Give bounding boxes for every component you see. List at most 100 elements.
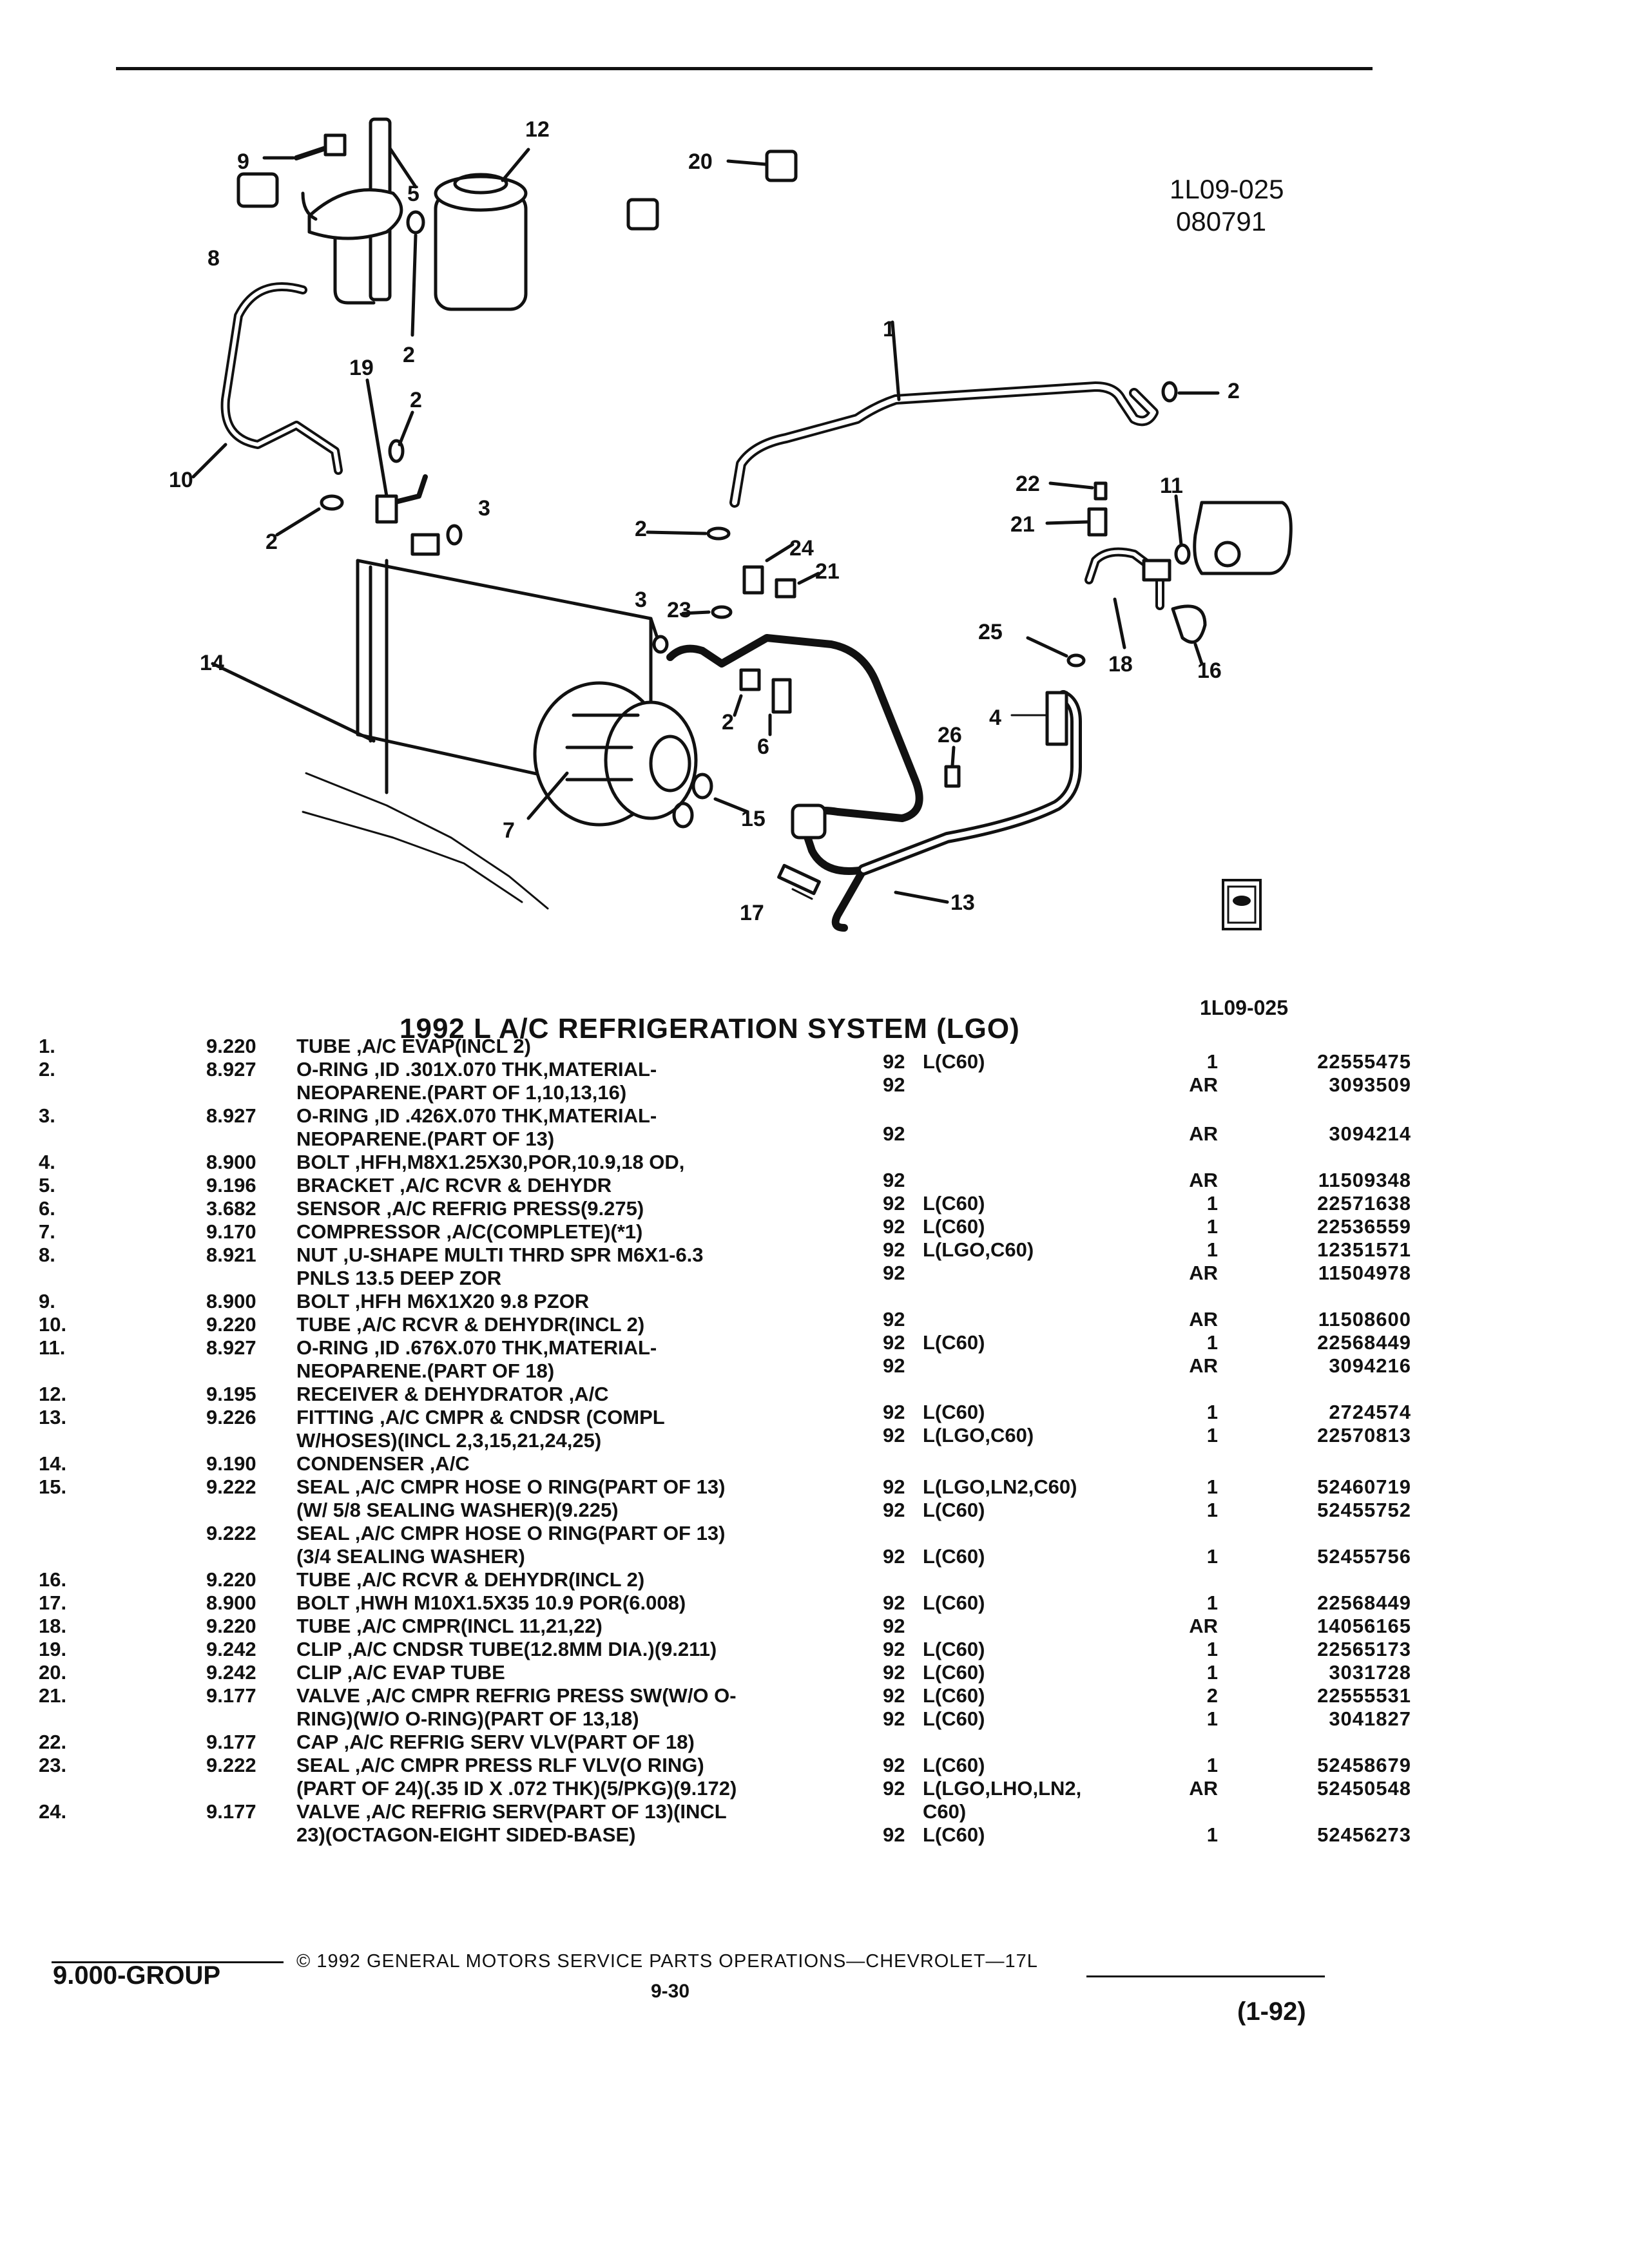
svg-text:3: 3 [478,496,490,521]
part-grp: 8.900 [206,1591,256,1614]
application-yr: 92 [883,1638,905,1660]
application-yr: 92 [883,1262,905,1284]
application-model: L(C60) [923,1684,985,1707]
compressor-part [526,681,698,827]
application-qty: 2 [1206,1684,1218,1707]
footer-rule-left [52,1961,284,1963]
part-desc: O-RING ,ID .676X.070 THK,MATERIAL- [296,1336,657,1359]
part-desc: CLIP ,A/C EVAP TUBE [296,1661,505,1684]
part-desc: RECEIVER & DEHYDRATOR ,A/C [296,1383,609,1405]
application-qty: 1 [1206,1707,1218,1730]
svg-text:21: 21 [1010,512,1035,537]
application-qty: AR [1189,1615,1218,1637]
part-desc: CONDENSER ,A/C [296,1452,470,1475]
application-part: 2724574 [1329,1401,1411,1423]
application-part: 52460719 [1317,1475,1411,1498]
part-grp: 9.190 [206,1452,256,1475]
footer-revision: (1-92) [1237,1997,1306,2026]
application-yr: 92 [883,1354,905,1377]
part-desc: TUBE ,A/C EVAP(INCL 2) [296,1035,531,1057]
application-part: 22568449 [1317,1591,1411,1614]
part-desc: PNLS 13.5 DEEP ZOR [296,1267,502,1289]
application-qty: 1 [1206,1661,1218,1684]
application-yr: 92 [883,1499,905,1521]
svg-text:10: 10 [169,468,193,492]
footer-rule-right [1086,1975,1325,1977]
part-grp: 8.900 [206,1290,256,1312]
application-qty: 1 [1206,1215,1218,1238]
part-num: 11. [39,1336,66,1359]
application-part: 52455752 [1317,1499,1411,1521]
application-yr: 92 [883,1661,905,1684]
part-num: 1. [39,1035,55,1057]
part-grp: 9.177 [206,1731,256,1753]
application-part: 11504978 [1318,1262,1411,1284]
part-desc: SEAL ,A/C CMPR HOSE O RING(PART OF 13) [296,1475,726,1498]
part-desc: SEAL ,A/C CMPR HOSE O RING(PART OF 13) [296,1522,726,1544]
svg-text:24: 24 [789,536,814,561]
application-part: 3094214 [1329,1122,1411,1145]
part-desc: (W/ 5/8 SEALING WASHER)(9.225) [296,1499,619,1521]
part-num: 2. [39,1058,55,1081]
application-part: 22565173 [1317,1638,1411,1660]
part-grp: 9.220 [206,1035,256,1057]
footer-copyright: © 1992 GENERAL MOTORS SERVICE PARTS OPER… [296,1951,1038,1972]
application-model: L(C60) [923,1050,985,1073]
svg-text:14: 14 [200,651,224,675]
application-yr: 92 [883,1777,905,1800]
application-model: L(C60) [923,1331,985,1354]
part-desc: TUBE ,A/C RCVR & DEHYDR(INCL 2) [296,1568,645,1591]
evap-tube-clip-part [626,149,798,231]
svg-text:8: 8 [207,246,220,271]
application-yr: 92 [883,1707,905,1730]
application-yr: 92 [883,1424,905,1446]
application-yr: 92 [883,1615,905,1637]
application-part: 11509348 [1318,1169,1411,1191]
top-rule [116,67,1373,70]
part-desc: SENSOR ,A/C REFRIG PRESS(9.275) [296,1197,644,1220]
application-qty: AR [1189,1073,1218,1096]
application-yr: 92 [883,1475,905,1498]
part-grp: 9.220 [206,1568,256,1591]
application-model: L(C60) [923,1215,985,1238]
svg-text:2: 2 [635,517,647,541]
part-desc: BOLT ,HFH M6X1X20 9.8 PZOR [296,1290,590,1312]
application-model: L(LGO,C60) [923,1238,1034,1261]
part-grp: 9.242 [206,1661,256,1684]
part-grp: 8.927 [206,1336,256,1359]
application-model: L(C60) [923,1192,985,1215]
part-desc: COMPRESSOR ,A/C(COMPLETE)(*1) [296,1220,643,1243]
application-model: L(C60) [923,1499,985,1521]
part-grp: 9.220 [206,1313,256,1336]
part-desc: VALVE ,A/C REFRIG SERV(PART OF 13)(INCL [296,1800,727,1823]
part-desc: CLIP ,A/C CNDSR TUBE(12.8MM DIA.)(9.211) [296,1638,717,1660]
part-grp: 9.242 [206,1638,256,1660]
application-part: 22536559 [1317,1215,1411,1238]
part-desc: RING)(W/O O-RING)(PART OF 13,18) [296,1707,639,1730]
part-num: 17. [39,1591,67,1614]
application-part: 22568449 [1317,1331,1411,1354]
part-grp: 9.177 [206,1684,256,1707]
part-desc: W/HOSES)(INCL 2,3,15,21,24,25) [296,1429,602,1452]
part-num: 9. [39,1290,55,1312]
section-title: 1992 L A/C REFRIGERATION SYSTEM (LGO) [400,1013,1020,1044]
part-num: 5. [39,1174,55,1196]
application-qty: 1 [1206,1192,1218,1215]
receiver-dehydrator-part [434,148,530,311]
svg-text:15: 15 [741,807,766,831]
application-part: 22571638 [1317,1192,1411,1215]
svg-text:25: 25 [978,620,1003,644]
part-num: 16. [39,1568,67,1591]
part-grp: 8.927 [206,1104,256,1127]
part-desc: NEOPARENE.(PART OF 18) [296,1360,555,1382]
svg-text:11: 11 [1160,474,1183,498]
part-desc: VALVE ,A/C CMPR REFRIG PRESS SW(W/O O- [296,1684,737,1707]
application-part: 11508600 [1318,1308,1411,1331]
part-grp: 8.927 [206,1058,256,1081]
application-yr: 92 [883,1591,905,1614]
application-qty: 1 [1206,1424,1218,1446]
part-desc: TUBE ,A/C CMPR(INCL 11,21,22) [296,1615,602,1637]
part-desc: NEOPARENE.(PART OF 1,10,13,16) [296,1081,627,1104]
application-part: 52458679 [1317,1754,1411,1776]
application-yr: 92 [883,1754,905,1776]
